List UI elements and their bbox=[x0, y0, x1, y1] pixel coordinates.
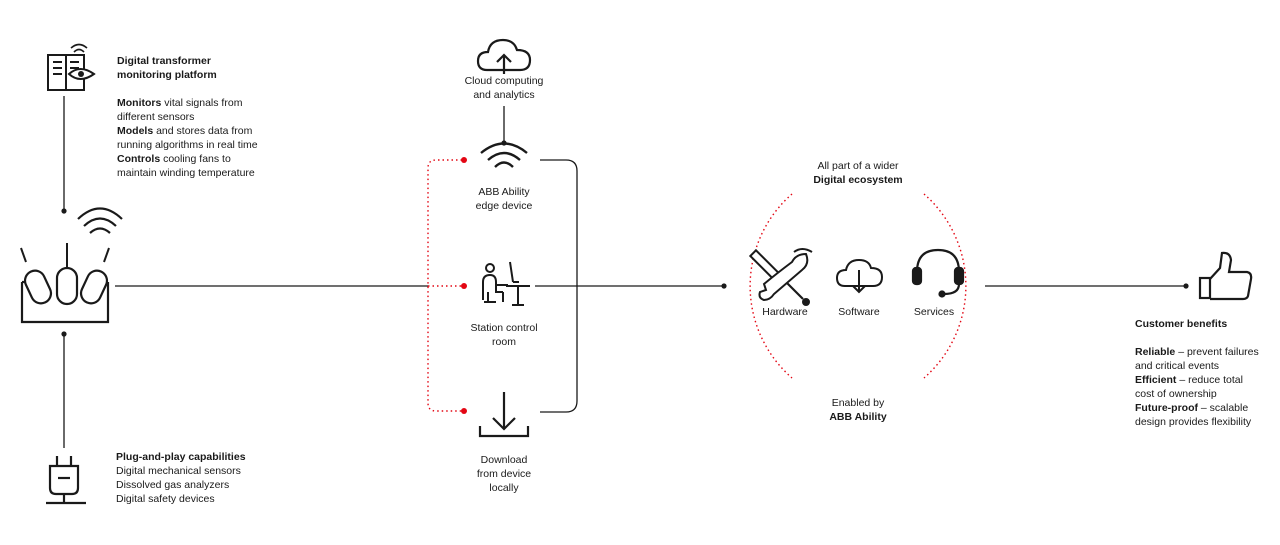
benefits-title: Customer benefits bbox=[1135, 318, 1228, 330]
platform-item-cont: running algorithms in real time bbox=[117, 139, 258, 151]
platform-item: Monitors vital signals from bbox=[117, 97, 243, 109]
plug-icon bbox=[46, 456, 86, 505]
platform-title-line2: monitoring platform bbox=[117, 69, 217, 81]
platform-title-line1: Digital transformer bbox=[117, 55, 211, 67]
plug-title: Plug-and-play capabilities bbox=[116, 451, 246, 463]
software-label: Software bbox=[838, 306, 880, 318]
red-dot bbox=[461, 283, 467, 289]
red-dot bbox=[461, 408, 467, 414]
ecosystem-top-label: All part of a wider Digital ecosystem bbox=[813, 160, 903, 186]
cloud-label: Cloud computing and analytics bbox=[464, 75, 544, 101]
cloud-download-icon bbox=[835, 258, 884, 294]
tools-icon bbox=[748, 248, 813, 306]
node-dot bbox=[61, 208, 67, 214]
ecosystem-arc-left bbox=[749, 193, 793, 379]
benefit-item-cont: and critical events bbox=[1135, 360, 1220, 372]
wifi-icon bbox=[480, 142, 528, 168]
download-label: Download from device locally bbox=[476, 454, 532, 494]
plug-item: Digital safety devices bbox=[116, 493, 215, 505]
thumbs-up-icon bbox=[1198, 251, 1253, 301]
benefits-list: Reliable – prevent failures and critical… bbox=[1135, 345, 1259, 429]
platform-item: Controls cooling fans to bbox=[117, 153, 231, 165]
platform-item: Models and stores data from bbox=[117, 125, 253, 137]
plug-item: Digital mechanical sensors bbox=[116, 465, 241, 477]
platform-item-cont: different sensors bbox=[117, 111, 195, 123]
red-dot bbox=[461, 157, 467, 163]
hardware-label: Hardware bbox=[762, 306, 808, 318]
platform-title: Digital transformer monitoring platform bbox=[117, 54, 217, 82]
monitoring-platform-icon bbox=[47, 43, 96, 91]
services-label: Services bbox=[913, 306, 955, 318]
ecosystem-bottom-label: Enabled by ABB Ability bbox=[829, 397, 887, 423]
benefit-item: Future-proof – scalable bbox=[1135, 402, 1249, 414]
connector-bracket bbox=[540, 159, 578, 413]
node-dot bbox=[61, 331, 67, 337]
benefit-item: Reliable – prevent failures bbox=[1135, 346, 1259, 358]
platform-list: Monitors vital signals from different se… bbox=[117, 96, 258, 180]
cloud-upload-icon bbox=[476, 38, 532, 74]
ecosystem-arc-right bbox=[923, 193, 967, 379]
benefit-item: Efficient – reduce total bbox=[1135, 374, 1243, 386]
headset-icon bbox=[911, 248, 965, 298]
plug-text: Plug-and-play capabilities Digital mecha… bbox=[116, 450, 246, 506]
station-label: Station control room bbox=[470, 322, 538, 348]
transformer-icon bbox=[20, 207, 123, 324]
node-dot bbox=[721, 283, 727, 289]
operator-desk-icon bbox=[482, 261, 530, 306]
platform-item-cont: maintain winding temperature bbox=[117, 167, 255, 179]
download-icon bbox=[478, 392, 530, 438]
benefit-item-cont: cost of ownership bbox=[1135, 388, 1217, 400]
edge-label: ABB Ability edge device bbox=[475, 186, 533, 212]
plug-item: Dissolved gas analyzers bbox=[116, 479, 230, 491]
benefit-item-cont: design provides flexibility bbox=[1135, 416, 1252, 428]
node-dot bbox=[1183, 283, 1189, 289]
